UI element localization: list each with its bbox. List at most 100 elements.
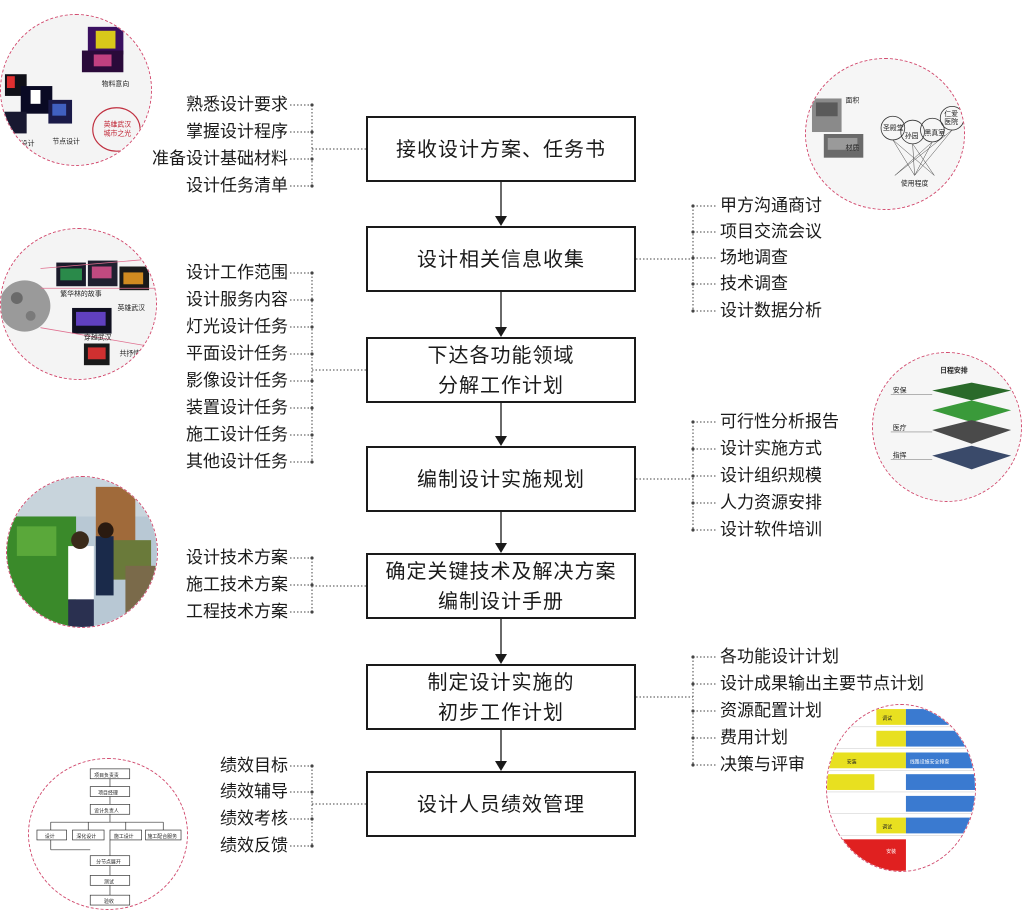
thumbnail-lighting-scenes: 繁华林的故事 英雄武汉 穿越武汉 共抒情 [0, 228, 157, 380]
step2-right-item-2: 项目交流会议 [720, 222, 822, 242]
thumbnail-construction-photo [6, 476, 158, 628]
svg-text:使用程度: 使用程度 [901, 178, 929, 187]
step7-left-item-1: 绩效目标 [220, 756, 288, 776]
flow-step-1-line-1: 接收设计方案、任务书 [396, 137, 606, 161]
step2-right-item-5: 设计数据分析 [720, 301, 822, 321]
svg-text:仁爱: 仁爱 [944, 109, 958, 118]
bullet-dot [310, 406, 314, 410]
svg-text:深化设计: 深化设计 [76, 833, 96, 840]
bullet-dot [310, 844, 314, 848]
svg-text:医疗: 医疗 [893, 423, 907, 432]
svg-text:黑真室: 黑真室 [924, 128, 945, 137]
flow-step-1: 接收设计方案、任务书 [366, 116, 636, 182]
svg-text:日程安排: 日程安排 [940, 366, 968, 375]
step4-right-item-2: 设计实施方式 [720, 439, 822, 459]
thumbnail-gantt-table: 调试 安装 线路设施安全排查 调试 安装 [826, 704, 976, 872]
step6-right-item-4: 费用计划 [720, 728, 788, 748]
svg-text:施工配合服务: 施工配合服务 [147, 833, 177, 840]
step1-left-item-3: 准备设计基础材料 [152, 149, 288, 169]
bullet-dot [691, 309, 695, 313]
bullet-dot [310, 460, 314, 464]
step4-right-item-1: 可行性分析报告 [720, 412, 839, 432]
svg-text:材质: 材质 [846, 143, 860, 152]
step1-left-item-2: 掌握设计程序 [186, 122, 288, 142]
flow-step-6-line-2: 初步工作计划 [438, 700, 564, 724]
step6-right-item-5: 决策与评审 [720, 755, 805, 775]
flow-step-5-line-1: 确定关键技术及解决方案 [385, 559, 617, 583]
bullet-dot [310, 298, 314, 302]
step3-left-item-1: 设计工作范围 [186, 263, 288, 283]
step4-right-item-5: 设计软件培训 [720, 520, 822, 540]
svg-text:设计负责人: 设计负责人 [94, 807, 119, 814]
bullet-dot [691, 447, 695, 451]
bullet-dot [691, 682, 695, 686]
flow-arrow-head [495, 761, 507, 771]
svg-text:节点设计: 节点设计 [52, 136, 80, 145]
step5-left-item-1: 设计技术方案 [186, 548, 288, 568]
flow-step-4: 编制设计实施规划 [366, 446, 636, 512]
bullet-dot [310, 130, 314, 134]
flow-arrow-head [495, 327, 507, 337]
step3-left-item-4: 平面设计任务 [186, 344, 288, 364]
svg-text:调试: 调试 [882, 823, 892, 830]
flow-step-4-line-1: 编制设计实施规划 [417, 467, 585, 491]
step6-right-item-2: 设计成果输出主要节点计划 [720, 674, 924, 694]
svg-text:共抒情: 共抒情 [119, 348, 140, 357]
step5-left-item-3: 工程技术方案 [186, 602, 288, 622]
step3-left-item-7: 施工设计任务 [186, 425, 288, 445]
svg-text:项目经理: 项目经理 [98, 790, 118, 797]
flow-step-3-line-2: 分解工作计划 [438, 373, 564, 397]
step2-right-item-4: 技术调查 [720, 274, 788, 294]
svg-text:施工设计: 施工设计 [114, 833, 134, 840]
svg-text:安装: 安装 [886, 848, 896, 855]
step2-right-item-1: 甲方沟通商讨 [720, 196, 822, 216]
bullet-dot [310, 379, 314, 383]
svg-text:城市之光: 城市之光 [104, 128, 132, 137]
step3-left-item-6: 装置设计任务 [186, 398, 288, 418]
flow-step-5-line-2: 编制设计手册 [438, 589, 564, 613]
flow-step-7: 设计人员绩效管理 [366, 771, 636, 837]
flow-step-5: 确定关键技术及解决方案编制设计手册 [366, 553, 636, 619]
step3-left-item-5: 影像设计任务 [186, 371, 288, 391]
svg-text:繁华林的故事: 繁华林的故事 [60, 289, 101, 298]
svg-text:英雄武汉: 英雄武汉 [117, 303, 145, 312]
flow-step-6-line-1: 制定设计实施的 [427, 670, 575, 694]
step6-right-item-3: 资源配置计划 [720, 701, 822, 721]
svg-text:指挥: 指挥 [893, 451, 907, 460]
step7-left-item-4: 绩效反馈 [220, 836, 288, 856]
svg-text:线路设施安全排查: 线路设施安全排查 [910, 758, 949, 765]
svg-text:验收: 验收 [104, 898, 114, 905]
flow-step-6: 制定设计实施的初步工作计划 [366, 664, 636, 730]
svg-text:安保: 安保 [893, 385, 907, 394]
step7-left-item-2: 绩效辅导 [220, 782, 288, 802]
flow-arrow-head [495, 216, 507, 226]
flow-arrow-head [495, 436, 507, 446]
bullet-dot [691, 528, 695, 532]
thumbnail-material-intent: 物料意向 英雄武汉 城市之光 节点设计 展面设计 [0, 14, 152, 166]
flow-arrow-head [495, 654, 507, 664]
svg-text:设计: 设计 [45, 833, 55, 840]
step7-left-item-3: 绩效考核 [220, 809, 288, 829]
svg-text:医院: 医院 [944, 117, 958, 126]
step1-left-item-1: 熟悉设计要求 [186, 95, 288, 115]
step3-left-item-3: 灯光设计任务 [186, 317, 288, 337]
svg-text:调试: 调试 [882, 715, 892, 722]
flow-step-7-line-1: 设计人员绩效管理 [417, 792, 585, 816]
svg-text:面积: 面积 [846, 95, 860, 104]
flow-step-2: 设计相关信息收集 [366, 226, 636, 292]
svg-text:测试: 测试 [104, 878, 114, 885]
step3-left-item-2: 设计服务内容 [186, 290, 288, 310]
step1-left-item-4: 设计任务清单 [186, 176, 288, 196]
thumbnail-org-chart: 项目负责责 项目经理 设计负责人 设计 深化设计 施工设计 施工配合服务 分节点… [28, 758, 188, 910]
step2-right-item-3: 场地调查 [720, 248, 788, 268]
svg-text:穿越武汉: 穿越武汉 [84, 333, 112, 342]
svg-text:安装: 安装 [847, 758, 857, 765]
label-material-intent: 物料意向 [102, 79, 130, 88]
bullet-dot [691, 763, 695, 767]
flow-step-3: 下达各功能领域分解工作计划 [366, 337, 636, 403]
flow-step-2-line-1: 设计相关信息收集 [417, 247, 585, 271]
svg-text:圣殿堂: 圣殿堂 [883, 123, 904, 132]
step4-right-item-3: 设计组织规模 [720, 466, 822, 486]
svg-text:英雄武汉: 英雄武汉 [104, 120, 132, 129]
